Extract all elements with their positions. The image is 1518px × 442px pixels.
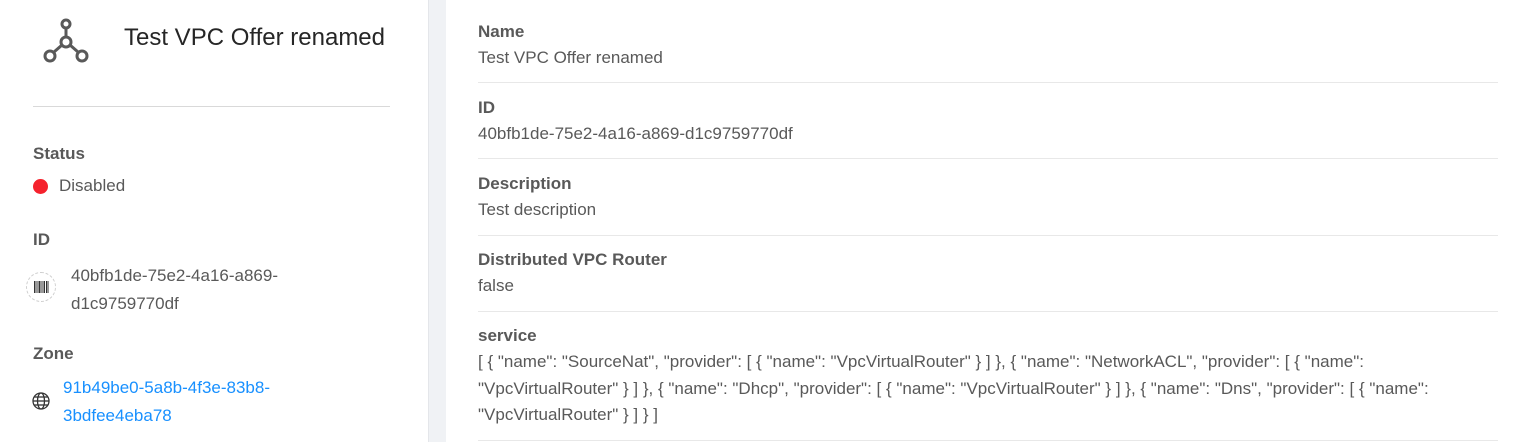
id-value: 40bfb1de-75e2-4a16-a869-d1c9759770df (71, 266, 279, 313)
detail-divider (478, 440, 1498, 441)
detail-item-id: ID 40bfb1de-75e2-4a16-a869-d1c9759770df (478, 96, 1498, 148)
detail-label: service (478, 326, 537, 345)
detail-divider (478, 235, 1498, 236)
detail-item-name: Name Test VPC Offer renamed (478, 20, 1498, 72)
resource-title: Test VPC Offer renamed (124, 24, 385, 51)
detail-item-service: service [ { "name": "SourceNat", "provid… (478, 324, 1498, 429)
detail-value: false (478, 276, 514, 295)
detail-item-distributed-vpc-router: Distributed VPC Router false (478, 248, 1498, 300)
detail-label: Description (478, 174, 572, 193)
info-card: Test VPC Offer renamed Status Disabled I… (0, 0, 428, 442)
header-divider (33, 106, 390, 107)
detail-divider (478, 311, 1498, 312)
status-label: Status (33, 144, 85, 163)
detail-value: [ { "name": "SourceNat", "provider": [ {… (478, 352, 1429, 424)
details-panel: Name Test VPC Offer renamed ID 40bfb1de-… (446, 0, 1518, 442)
detail-divider (478, 82, 1498, 83)
zone-link[interactable]: 91b49be0-5a8b-4f3e-83b8-3bdfee4eba78 (63, 378, 271, 425)
detail-item-description: Description Test description (478, 172, 1498, 224)
network-nodes-icon (43, 18, 89, 63)
id-label: ID (33, 230, 50, 249)
barcode-icon[interactable] (26, 272, 56, 302)
detail-value: Test description (478, 200, 597, 219)
status-dot-icon (33, 179, 48, 194)
detail-label: ID (478, 98, 495, 117)
status-value: Disabled (59, 176, 126, 195)
detail-label: Distributed VPC Router (478, 250, 667, 269)
detail-value: Test VPC Offer renamed (478, 48, 663, 67)
panel-gutter (428, 0, 447, 442)
detail-divider (478, 158, 1498, 159)
detail-label: Name (478, 22, 525, 41)
resource-header: Test VPC Offer renamed (33, 14, 390, 68)
detail-value: 40bfb1de-75e2-4a16-a869-d1c9759770df (478, 124, 793, 143)
globe-icon (32, 392, 50, 410)
zone-label: Zone (33, 344, 74, 363)
